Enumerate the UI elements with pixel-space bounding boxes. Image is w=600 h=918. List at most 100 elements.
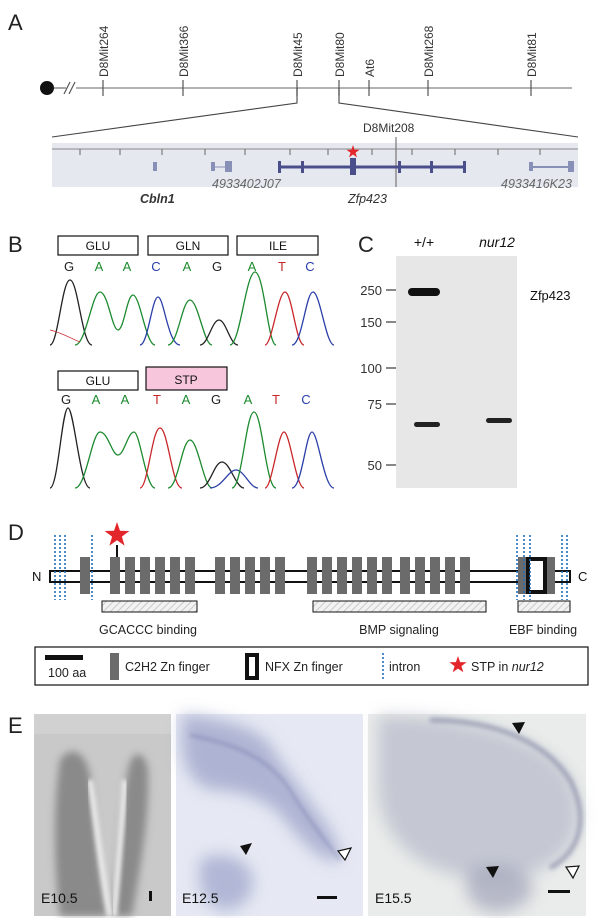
panel-letter-d: D (8, 520, 24, 545)
svg-text:STP in nur12: STP in nur12 (471, 660, 544, 674)
gene-label-zfp423: Zfp423 (347, 192, 387, 206)
gene-label-4933416k23: 4933416K23 (501, 177, 572, 191)
c-terminus-label: C (578, 569, 587, 584)
domain-label: BMP signaling (359, 623, 439, 637)
base-letter: A (183, 259, 192, 274)
panel-d: N C (32, 522, 589, 686)
ebf-binding-domain (517, 600, 571, 613)
codon-label: GLN (176, 239, 201, 253)
panel-a: D8Mit264 D8Mit366 D8Mit45 D8Mit80 At6 D8… (40, 25, 579, 206)
codon-box-ile (236, 235, 319, 256)
base-letter: A (248, 259, 257, 274)
marker-label: D8Mit264 (97, 25, 111, 77)
mw-label: 100 (360, 361, 382, 376)
band-loading-wt (414, 422, 440, 427)
mut-bases: G A A T A G A T C (61, 392, 311, 407)
stage-label-e15-5: E15.5 (375, 890, 412, 906)
codon-box-glu-mut (57, 370, 139, 391)
base-letter: A (92, 392, 101, 407)
scale-bar (45, 655, 83, 660)
marker-label: D8Mit268 (422, 25, 436, 77)
marker-label: D8Mit81 (525, 32, 539, 77)
marker-label: D8Mit45 (291, 32, 305, 77)
arrowhead-filled-icon (486, 866, 499, 878)
panel-e: E10.5 E12.5 E15 (34, 714, 586, 917)
stage-label-e12-5: E12.5 (182, 890, 219, 906)
codon-box-glu (57, 235, 139, 256)
base-letter: T (153, 392, 161, 407)
mw-label: 75 (368, 397, 382, 412)
codon-label: GLU (86, 374, 111, 388)
lane-label-nur12: nur12 (479, 234, 515, 250)
zoom-marker-label: D8Mit208 (363, 121, 415, 135)
mw-ticks (386, 289, 396, 466)
panel-c: +/+ nur12 250 150 100 75 50 Zfp423 (360, 234, 570, 488)
base-letter: G (211, 392, 221, 407)
mw-labels: 250 150 100 75 50 (360, 283, 382, 473)
n-terminus-label: N (32, 569, 41, 584)
mut-chromatogram (49, 407, 335, 489)
codon-box-gln (147, 235, 229, 256)
codon-label: GLU (86, 239, 111, 253)
base-letter: G (61, 392, 71, 407)
legend-stp-prefix: STP in (471, 660, 512, 674)
codon-box-stp (145, 366, 228, 391)
codon-label: ILE (269, 239, 287, 253)
scale-bar (317, 896, 337, 899)
marker-labels: D8Mit264 D8Mit366 D8Mit45 D8Mit80 At6 D8… (97, 25, 539, 77)
panel-b: GLU GLN ILE G A A C A G A T C (49, 235, 335, 489)
legend-zn-label: C2H2 Zn finger (125, 660, 210, 674)
panel-letter-a: A (8, 10, 23, 35)
mutation-star-icon (346, 145, 360, 158)
bmp-signaling-domain (312, 600, 487, 613)
stage-label-e10-5: E10.5 (41, 890, 78, 906)
mw-label: 50 (368, 458, 382, 473)
codon-label: STP (174, 373, 197, 387)
panel-letter-c: C (358, 232, 374, 257)
legend-nfx-label: NFX Zn finger (265, 660, 343, 674)
base-letter: T (272, 392, 280, 407)
gcaccc-binding-domain (101, 600, 198, 613)
base-letter: T (278, 259, 286, 274)
band-loading-nur12 (486, 418, 512, 423)
base-letter: G (212, 259, 222, 274)
base-letter: A (123, 259, 132, 274)
base-letter: A (182, 392, 191, 407)
base-letter: C (305, 259, 314, 274)
centromere-icon (40, 81, 54, 95)
arrowhead-filled-icon (240, 843, 252, 855)
domain-label: EBF binding (509, 623, 577, 637)
legend-box (34, 646, 589, 686)
arrowhead-open-icon (564, 865, 581, 880)
legend-nfx-swatch (245, 653, 259, 680)
base-letter: C (151, 259, 160, 274)
zn-finger-domains (80, 557, 555, 594)
gene-zfp423-model (278, 158, 466, 175)
gene-label-cbln1: Cbln1 (140, 192, 175, 206)
base-letter: A (95, 259, 104, 274)
micrograph-e12-5: E12.5 (176, 714, 363, 916)
scale-bar (149, 891, 152, 901)
scale-bar (548, 890, 570, 893)
stp-star-icon (104, 522, 130, 546)
panel-letter-e: E (8, 713, 23, 738)
gene-4933402j07-model (211, 161, 232, 172)
micrograph-e15-5: E15.5 (368, 714, 586, 916)
micrograph-e10-5: E10.5 (34, 714, 171, 917)
marker-label: At6 (363, 59, 377, 77)
wt-bases: G A A C A G A T C (64, 259, 315, 274)
legend-stp-italic: nur12 (512, 660, 544, 674)
lane-label-wt: +/+ (414, 234, 434, 250)
mw-label: 250 (360, 283, 382, 298)
base-letter: C (301, 392, 310, 407)
gene-label-4933402j07: 4933402J07 (212, 177, 282, 191)
marker-label: D8Mit366 (177, 25, 191, 77)
band-zfp423 (408, 288, 440, 296)
zoom-region (52, 143, 578, 187)
legend-intron-label: intron (389, 660, 420, 674)
legend-zn-swatch (110, 653, 119, 680)
gene-cbln1-model (153, 162, 157, 171)
domain-label: GCACCC binding (99, 623, 197, 637)
mw-label: 150 (360, 315, 382, 330)
panel-letter-b: B (8, 232, 23, 257)
